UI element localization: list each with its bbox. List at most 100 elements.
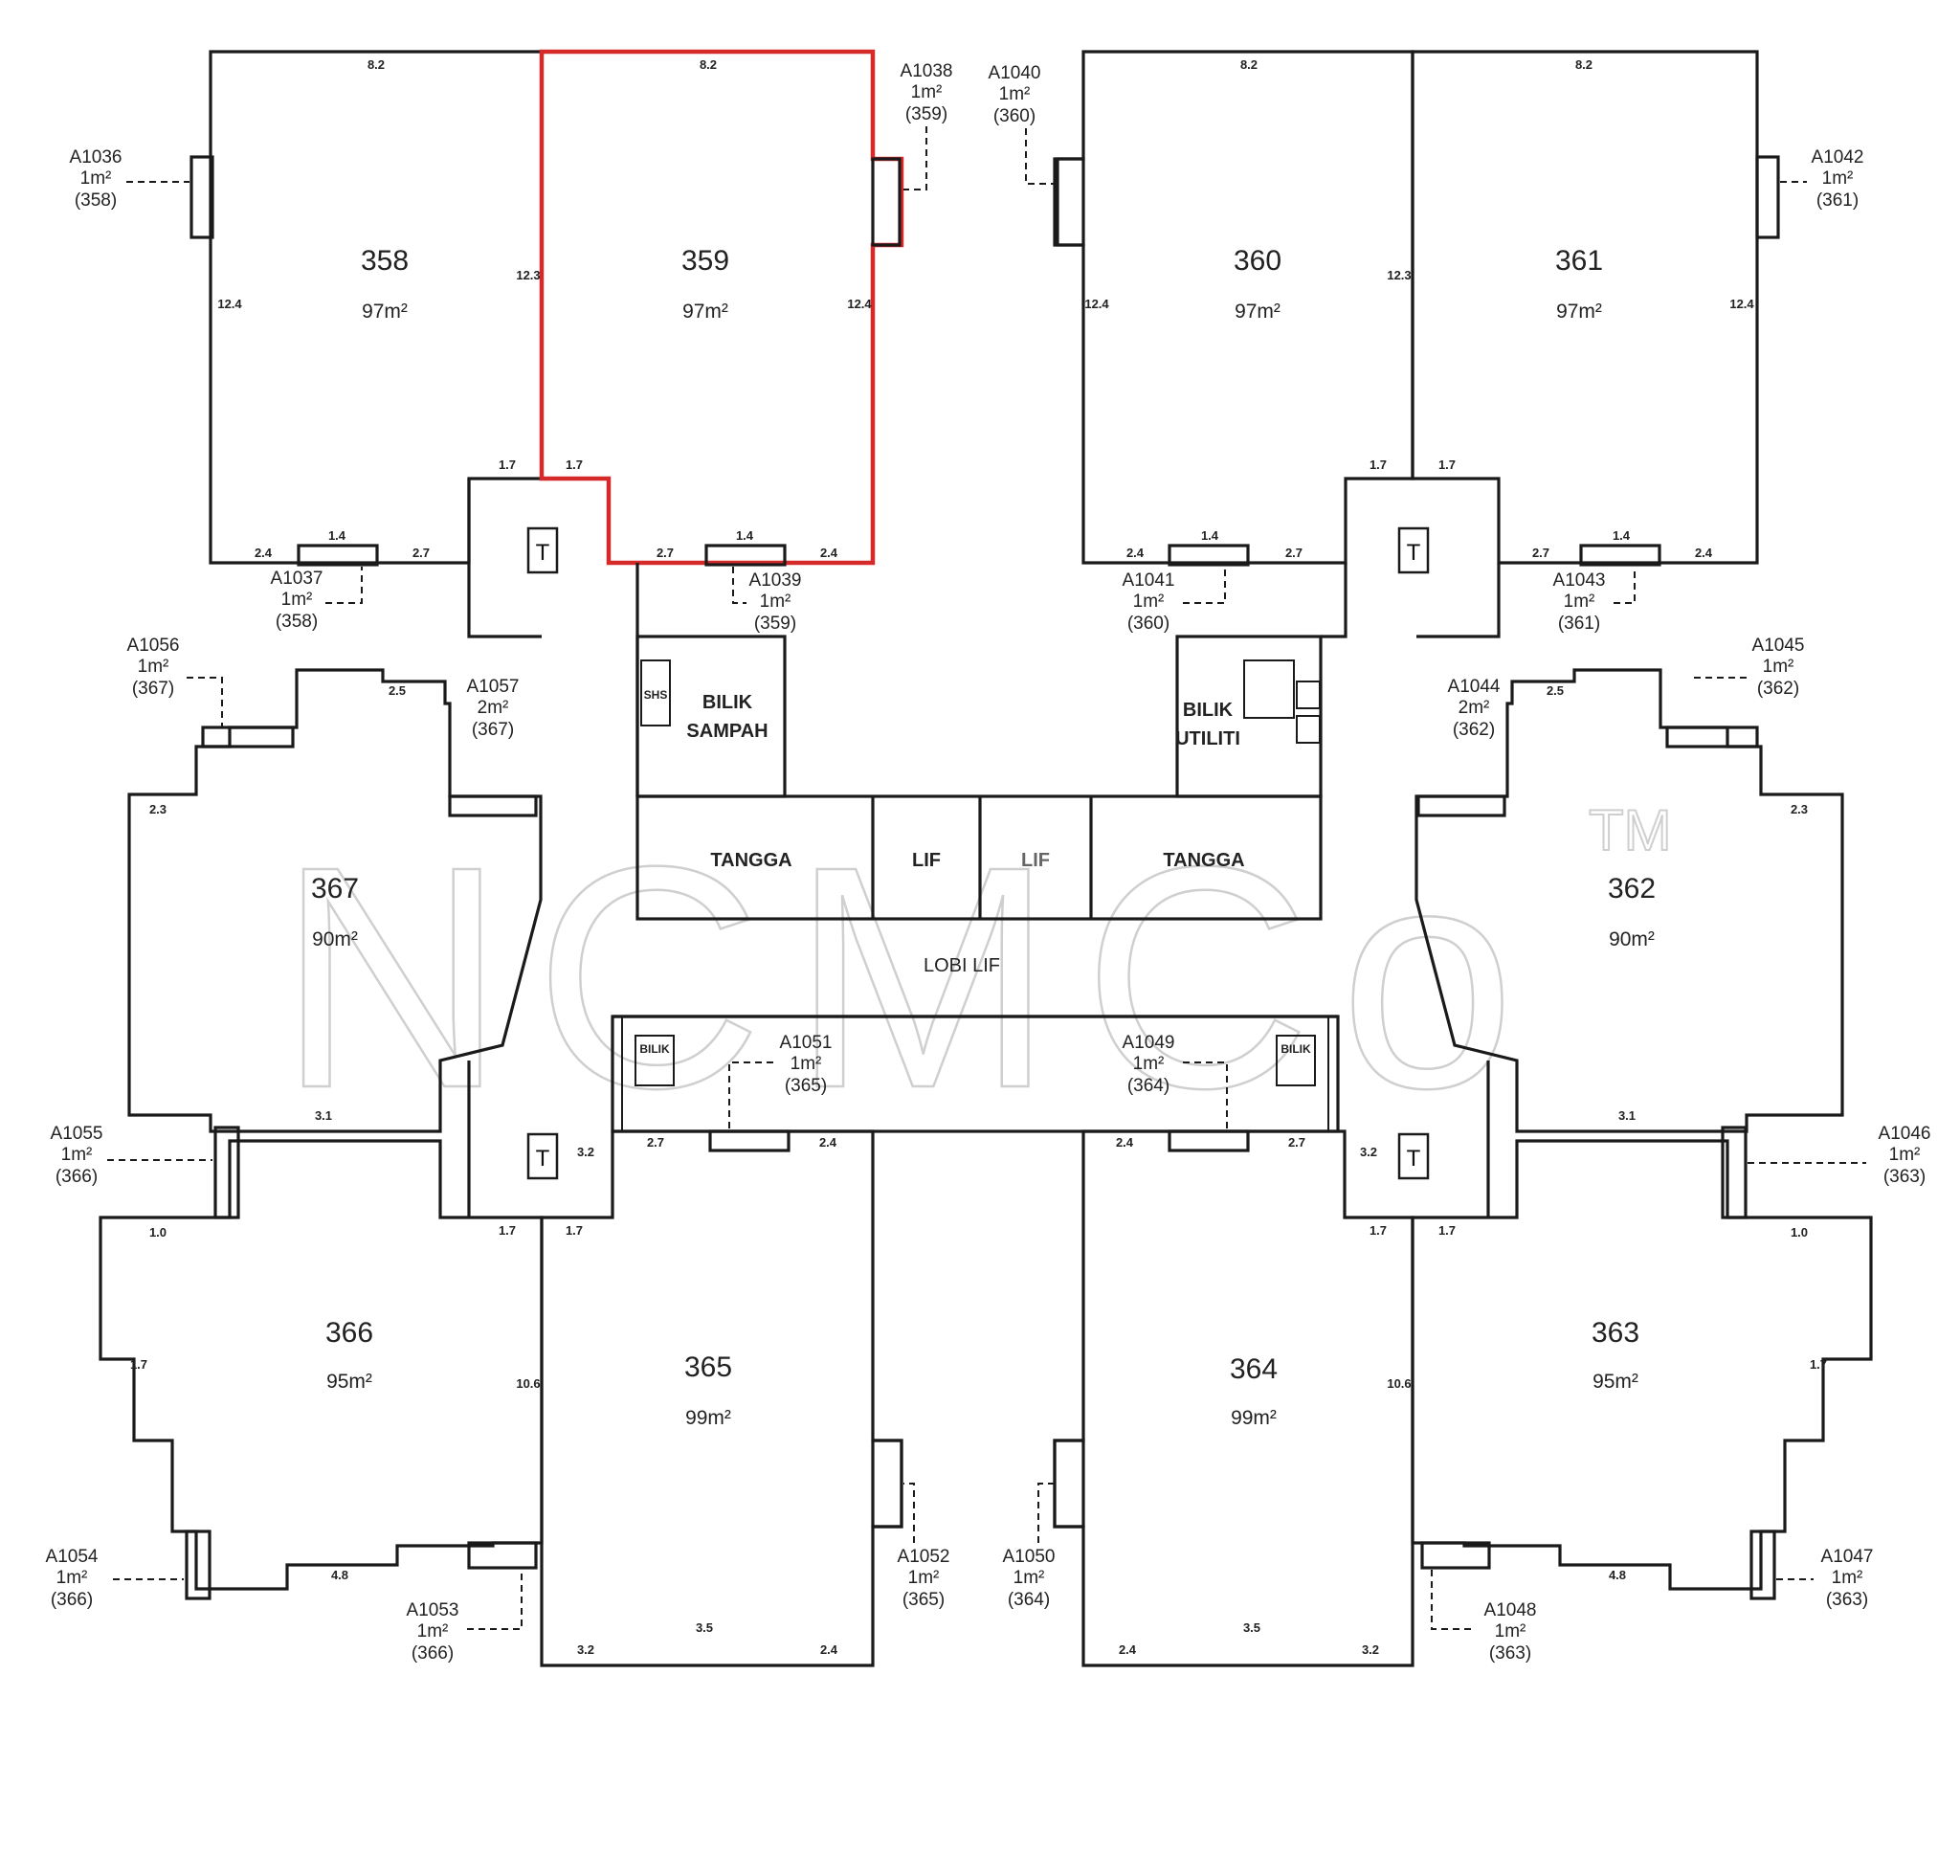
svg-text:BILIK: BILIK	[639, 1042, 670, 1056]
acc-a1037-code: A1037	[271, 569, 323, 589]
acc-a1040-code: A1040	[989, 63, 1041, 83]
acc-a1043-area: 1m²	[1564, 592, 1595, 612]
svg-text:1.0: 1.0	[1791, 1225, 1808, 1240]
bilik-utiliti-label-2: UTILITI	[1175, 728, 1240, 749]
acc-a1057-area: 2m²	[478, 698, 509, 718]
acc-a1049-area: 1m²	[1133, 1054, 1165, 1074]
tangga-right-label: TANGGA	[1163, 850, 1244, 871]
svg-text:2.4: 2.4	[819, 1135, 837, 1150]
acc-a1042-area: 1m²	[1822, 168, 1854, 189]
svg-text:8.2: 8.2	[1240, 57, 1258, 72]
unit-363-number: 363	[1592, 1317, 1639, 1349]
unit-359-area: 97m²	[682, 301, 728, 323]
svg-text:2.5: 2.5	[389, 683, 406, 698]
acc-a1049-unit: (364)	[1127, 1076, 1169, 1096]
unit-358-area: 97m²	[362, 301, 408, 323]
unit-outline-363[interactable]	[1411, 1139, 1873, 1591]
acc-a1057-code: A1057	[467, 677, 520, 697]
unit-360-number: 360	[1234, 245, 1281, 277]
svg-text:3.2: 3.2	[1360, 1145, 1377, 1159]
acc-a1054-code: A1054	[46, 1547, 99, 1567]
svg-text:1.7: 1.7	[1370, 1223, 1387, 1238]
svg-text:2.7: 2.7	[1288, 1135, 1305, 1150]
unit-361-area: 97m²	[1556, 301, 1602, 323]
acc-a1050-area: 1m²	[1013, 1568, 1045, 1588]
svg-text:1.7: 1.7	[499, 458, 516, 472]
svg-text:2.7: 2.7	[412, 546, 430, 560]
unit-outline-364[interactable]	[1053, 1129, 1414, 1667]
acc-a1048-area: 1m²	[1495, 1621, 1526, 1642]
svg-text:12.3: 12.3	[516, 268, 540, 282]
svg-text:8.2: 8.2	[368, 57, 385, 72]
acc-a1041-area: 1m²	[1133, 592, 1165, 612]
svg-text:10.6: 10.6	[1387, 1376, 1411, 1391]
lif-2-label: LIF	[1021, 850, 1050, 871]
svg-text:12.4: 12.4	[1084, 297, 1109, 311]
svg-text:4.8: 4.8	[331, 1568, 348, 1582]
svg-text:1.7: 1.7	[130, 1357, 147, 1372]
svg-text:2.4: 2.4	[1116, 1135, 1134, 1150]
acc-a1052-code: A1052	[898, 1547, 950, 1567]
watermark: NCMCo TM	[277, 797, 1673, 1154]
acc-a1040-area: 1m²	[999, 84, 1031, 104]
svg-text:2.7: 2.7	[657, 546, 674, 560]
svg-text:1.7: 1.7	[1438, 458, 1456, 472]
core-markers: T T T T	[526, 526, 1430, 1180]
svg-text:2.4: 2.4	[1119, 1642, 1137, 1657]
acc-a1052-area: 1m²	[908, 1568, 940, 1588]
svg-text:8.2: 8.2	[700, 57, 717, 72]
bilik-utiliti-label-1: BILIK	[1183, 700, 1234, 721]
bilik-sampah-label-2: SAMPAH	[686, 721, 768, 742]
unit-365-area: 99m²	[685, 1407, 731, 1429]
acc-a1047-area: 1m²	[1832, 1568, 1863, 1588]
acc-a1053-code: A1053	[407, 1600, 459, 1620]
unit-outline-365[interactable]	[540, 1129, 903, 1667]
svg-text:1.0: 1.0	[149, 1225, 167, 1240]
lif-1-label: LIF	[912, 850, 941, 871]
svg-text:BILIK: BILIK	[1281, 1042, 1311, 1056]
unit-361-number: 361	[1555, 245, 1603, 277]
acc-a1039-area: 1m²	[760, 592, 791, 612]
accessory-callouts: A1036 1m² (358) A1037 1m² (358) A1038 1m…	[46, 61, 1931, 1664]
unit-366-area: 95m²	[326, 1371, 372, 1393]
acc-a1048-code: A1048	[1484, 1600, 1537, 1620]
accessory-boxes	[185, 155, 1780, 1600]
watermark-text: NCMCo	[278, 800, 1544, 1153]
acc-a1051-code: A1051	[780, 1033, 833, 1053]
unit-360-area: 97m²	[1235, 301, 1281, 323]
unit-outline-367[interactable]	[127, 668, 543, 1133]
acc-a1054-unit: (366)	[51, 1590, 93, 1610]
acc-a1036-code: A1036	[70, 147, 122, 168]
core-t-1: T	[536, 540, 550, 566]
acc-a1046-unit: (363)	[1883, 1167, 1926, 1187]
svg-text:12.4: 12.4	[1729, 297, 1754, 311]
acc-a1047-unit: (363)	[1826, 1590, 1868, 1610]
acc-a1038-code: A1038	[901, 61, 953, 81]
lobi-lif-label: LOBI LIF	[924, 955, 1000, 976]
acc-a1055-area: 1m²	[61, 1145, 93, 1165]
acc-a1053-unit: (366)	[412, 1643, 454, 1664]
unit-363-area: 95m²	[1592, 1371, 1638, 1393]
svg-text:2.4: 2.4	[820, 1642, 838, 1657]
dimension-labels: 8.2 8.2 8.2 8.2 12.4 12.3 12.4 12.4 12.3…	[130, 57, 1827, 1657]
unit-outline-366[interactable]	[99, 1139, 544, 1591]
acc-a1052-unit: (365)	[902, 1590, 945, 1610]
acc-a1045-code: A1045	[1752, 636, 1805, 656]
bilik-sampah-label-1: BILIK	[702, 692, 753, 713]
unit-365-number: 365	[684, 1351, 732, 1383]
svg-text:12.4: 12.4	[217, 297, 242, 311]
svg-text:2.7: 2.7	[1532, 546, 1549, 560]
acc-a1054-area: 1m²	[56, 1568, 88, 1588]
acc-a1043-unit: (361)	[1558, 614, 1600, 634]
svg-text:1.4: 1.4	[1613, 528, 1631, 543]
watermark-tm: TM	[1589, 798, 1672, 862]
acc-a1042-unit: (361)	[1816, 190, 1859, 211]
svg-text:2.4: 2.4	[255, 546, 273, 560]
acc-a1044-code: A1044	[1448, 677, 1501, 697]
acc-a1056-unit: (367)	[132, 679, 174, 699]
unit-362-number: 362	[1608, 873, 1656, 904]
acc-a1040-unit: (360)	[993, 106, 1036, 126]
svg-text:1.7: 1.7	[1370, 458, 1387, 472]
acc-a1039-code: A1039	[749, 570, 802, 591]
svg-text:8.2: 8.2	[1575, 57, 1592, 72]
